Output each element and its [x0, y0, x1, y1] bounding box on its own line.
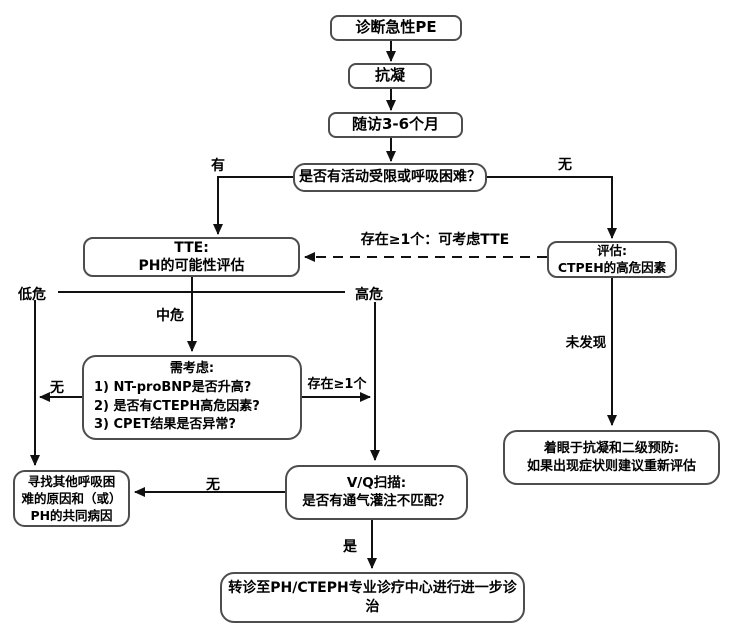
edge-label-ge-one: 存在≥1个 — [307, 377, 367, 392]
node-diagnose-pe-text: 诊断急性PE — [355, 18, 437, 37]
edge-label-high-risk: 高危 — [355, 287, 383, 303]
edge-label-mid-risk: 中危 — [156, 308, 184, 324]
node-focus-anticoag-line1: 着眼于抗凝和二级预防: — [543, 441, 680, 457]
node-vq-scan-line1: V/Q扫描: — [346, 474, 407, 491]
edge-label-yes-have: 有 — [211, 158, 225, 174]
node-anticoagulation: 抗凝 — [348, 63, 432, 89]
node-anticoagulation-text: 抗凝 — [374, 66, 405, 85]
node-refer-center: 转诊至PH/CTEPH专业诊疗中心进行进一步诊治 — [220, 572, 525, 623]
node-focus-anticoag: 着眼于抗凝和二级预防: 如果出现症状则建议重新评估 — [503, 430, 720, 485]
node-assess-ctpeh-line2: CTPEH的高危因素 — [557, 259, 667, 275]
node-followup-text: 随访3-6个月 — [351, 115, 440, 134]
edge-label-no-have: 无 — [558, 157, 572, 173]
node-tte-line2: PH的可能性评估 — [138, 258, 245, 274]
edge-label-low-risk: 低危 — [18, 287, 46, 303]
node-activity-question-text: 是否有活动受限或呼吸困难？ — [299, 169, 481, 186]
edge-label-not-found: 未发现 — [565, 335, 607, 351]
node-seek-other-line3: PH的共同病因 — [30, 508, 113, 524]
node-consider-item-2: 2) 是否有CTEPH高危因素? — [94, 398, 260, 414]
node-consider-item-3: 3) CPET结果是否异常? — [94, 417, 236, 433]
node-seek-other-line1: 寻找其他呼吸困 — [27, 473, 116, 489]
edge-label-no-abnormal: 无 — [50, 380, 64, 396]
node-assess-ctpeh: 评估: CTPEH的高危因素 — [547, 241, 677, 278]
edge-label-no-mismatch: 无 — [206, 477, 220, 493]
node-consider: 需考虑: 1) NT-proBNP是否升高? 2) 是否有CTEPH高危因素? … — [82, 355, 302, 440]
node-consider-title: 需考虑: — [169, 360, 215, 376]
arrow-question-yes-to-tte — [213, 176, 293, 235]
node-focus-anticoag-line2: 如果出现症状则建议重新评估 — [526, 458, 696, 474]
edge-label-yes-mismatch: 是 — [343, 539, 357, 555]
node-vq-scan-line2: 是否有通气灌注不匹配？ — [302, 492, 451, 509]
node-vq-scan: V/Q扫描: 是否有通气灌注不匹配？ — [285, 465, 468, 520]
node-tte-line1: TTE: — [174, 239, 209, 256]
node-seek-other-line2: 难的原因和（或） — [21, 490, 122, 506]
node-seek-other: 寻找其他呼吸困 难的原因和（或） PH的共同病因 — [13, 470, 130, 527]
node-followup: 随访3-6个月 — [328, 112, 463, 138]
arrow-question-no-to-assess — [487, 176, 617, 239]
node-assess-ctpeh-line1: 评估: — [597, 243, 627, 258]
edge-label-consider-tte: 存在≥1个：可考虑TTE — [360, 232, 510, 248]
node-consider-items: 1) NT-proBNP是否升高? 2) 是否有CTEPH高危因素? 3) CP… — [84, 379, 300, 436]
node-tte: TTE: PH的可能性评估 — [83, 237, 300, 277]
node-diagnose-pe: 诊断急性PE — [330, 15, 462, 41]
node-refer-center-text: 转诊至PH/CTEPH专业诊疗中心进行进一步诊治 — [228, 580, 517, 615]
node-activity-question: 是否有活动受限或呼吸困难？ — [293, 163, 487, 192]
node-consider-item-1: 1) NT-proBNP是否升高? — [94, 379, 252, 395]
